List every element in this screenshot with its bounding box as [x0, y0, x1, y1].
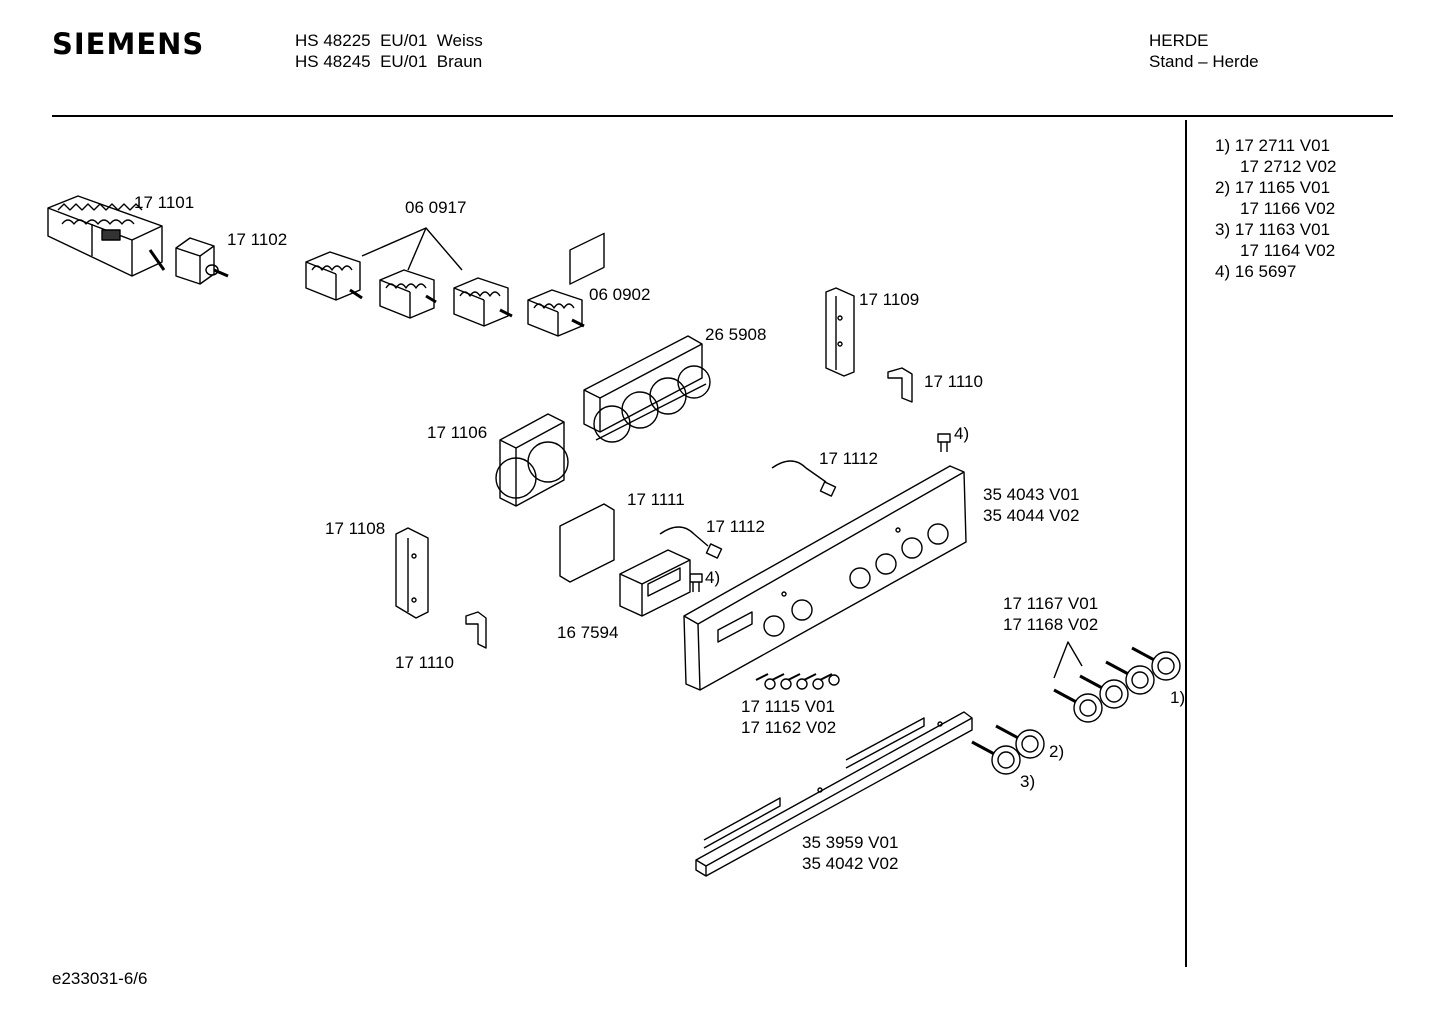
selector-switch-graphic	[47, 195, 166, 277]
part-label: 06 0917	[405, 198, 467, 217]
part-label: 17 1101	[134, 193, 195, 212]
trim-strip-graphic	[695, 711, 973, 877]
cable-graphic	[771, 460, 827, 483]
part-label: 17 1106	[427, 423, 488, 442]
legend-part: 17 1165 V01	[1234, 178, 1331, 197]
part-label: 35 4042 V02	[802, 854, 899, 873]
knob-holder-graphic	[495, 413, 569, 507]
legend-entry-3: 3) 17 1163 V01	[1215, 219, 1330, 240]
timer-module-graphic	[619, 549, 691, 617]
part-label: 17 1168 V02	[1003, 615, 1099, 634]
part-label: 17 1102	[227, 230, 288, 249]
cable-connector-graphic	[819, 481, 837, 497]
part-label: 17 1109	[859, 290, 920, 309]
rotary-switch-graphic	[175, 237, 229, 285]
legend-index: 2)	[1215, 178, 1231, 197]
ref-label: 4)	[705, 568, 721, 587]
screw-graphic	[937, 433, 951, 452]
cable-graphic	[659, 526, 709, 547]
model-line-1: HS 48225 EU/01 Weiss	[295, 30, 483, 51]
legend-part: 17 1164 V02	[1240, 241, 1336, 260]
model-variant: EU/01	[380, 52, 428, 71]
part-label: 16 7594	[557, 623, 619, 642]
legend-entry-4: 4) 16 5697	[1215, 261, 1296, 282]
part-label: 35 3959 V01	[802, 833, 899, 852]
clip-graphic	[465, 611, 487, 649]
part-label: 17 1110	[924, 372, 983, 391]
legend-part: 17 2712 V02	[1240, 157, 1337, 176]
part-label: 17 1115 V01	[741, 697, 835, 716]
part-label: 35 4043 V01	[983, 485, 1080, 504]
model-line-2: HS 48245 EU/01 Braun	[295, 51, 482, 72]
legend-divider	[1185, 120, 1187, 967]
knob-graphic	[1105, 660, 1155, 695]
legend-part: 17 1163 V01	[1234, 220, 1331, 239]
ref-label: 4)	[954, 424, 970, 443]
knob-graphic	[1053, 688, 1103, 723]
legend-index: 3)	[1215, 220, 1231, 239]
bracket-graphic	[395, 527, 429, 619]
part-label: 17 1112	[819, 449, 878, 468]
category-subtitle: Stand – Herde	[1149, 52, 1259, 71]
clip-graphic	[887, 367, 913, 403]
part-label: 17 1111	[627, 490, 685, 509]
knob-graphic	[1079, 674, 1129, 709]
switch-graphic	[305, 251, 363, 301]
ref-label: 2)	[1049, 742, 1065, 761]
legend-part: 17 2711 V01	[1234, 136, 1331, 155]
knob-stems-graphic	[755, 673, 840, 690]
model-number: HS 48245	[295, 52, 371, 71]
bracket-graphic	[825, 287, 855, 377]
model-color: Weiss	[436, 31, 483, 50]
part-label: 17 1110	[395, 653, 454, 672]
cable-connector-graphic	[705, 543, 723, 559]
model-color: Braun	[436, 52, 483, 71]
model-variant: EU/01	[380, 31, 428, 50]
screw-graphic	[689, 573, 703, 592]
knob-graphic	[971, 740, 1021, 775]
knob-graphic	[995, 724, 1045, 759]
part-label: 35 4044 V02	[983, 506, 1080, 525]
part-label: 06 0902	[589, 285, 651, 304]
switch-graphic	[379, 269, 437, 319]
legend-entry-2: 2) 17 1165 V01	[1215, 177, 1330, 198]
display-frame-graphic	[559, 232, 615, 583]
part-label: 17 1162 V02	[741, 718, 837, 737]
ref-label: 3)	[1020, 772, 1036, 791]
part-label: 17 1108	[325, 519, 386, 538]
control-panel-graphic	[683, 465, 967, 691]
legend-index: 1)	[1215, 136, 1231, 155]
legend-part: 16 5697	[1234, 262, 1297, 281]
legend-part: 17 1166 V02	[1240, 199, 1336, 218]
document-id: e233031-6/6	[52, 969, 148, 988]
category-title: HERDE	[1149, 31, 1209, 50]
switch-graphic	[527, 289, 585, 337]
ref-label: 1)	[1170, 688, 1186, 707]
legend-entry-1: 1) 17 2711 V01	[1215, 135, 1330, 156]
legend-index: 4)	[1215, 262, 1231, 281]
brand-logo: SIEMENS	[52, 27, 205, 61]
switch-graphic	[453, 277, 513, 327]
part-label: 17 1167 V01	[1003, 594, 1099, 613]
model-number: HS 48225	[295, 31, 371, 50]
part-label: 17 1112	[706, 517, 765, 536]
knob-graphic	[1131, 646, 1181, 681]
header-divider	[52, 115, 1393, 117]
part-label: 26 5908	[705, 325, 767, 344]
knob-holder-graphic	[583, 335, 711, 443]
